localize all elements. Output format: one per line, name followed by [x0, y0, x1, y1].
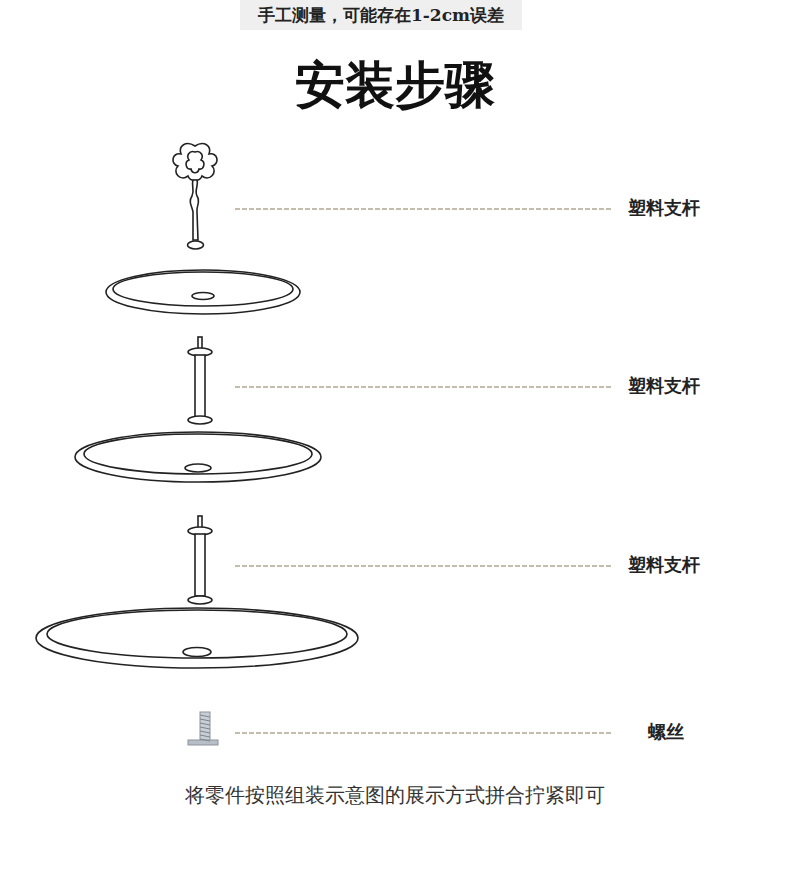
rod-middle — [188, 337, 212, 424]
part-name: 塑料支杆 — [628, 374, 700, 398]
plate-bottom — [36, 608, 358, 668]
plate-top — [106, 270, 300, 314]
note-text: 手工测量，可能存在1-2cm误差 — [258, 4, 504, 27]
note-banner: 手工测量，可能存在1-2cm误差 — [240, 0, 522, 30]
leader-lines — [235, 209, 612, 733]
caption: 将零件按照组装示意图的展示方式拼合拧紧即可 — [185, 782, 605, 809]
part-name: 螺丝 — [648, 720, 684, 744]
plate-middle — [75, 432, 321, 482]
screw — [188, 712, 218, 745]
rod-bottom — [188, 516, 212, 604]
part-name: 塑料支杆 — [628, 196, 700, 220]
top-handle — [173, 144, 217, 249]
title: 安装步骤 — [295, 52, 495, 119]
part-name: 塑料支杆 — [628, 553, 700, 577]
